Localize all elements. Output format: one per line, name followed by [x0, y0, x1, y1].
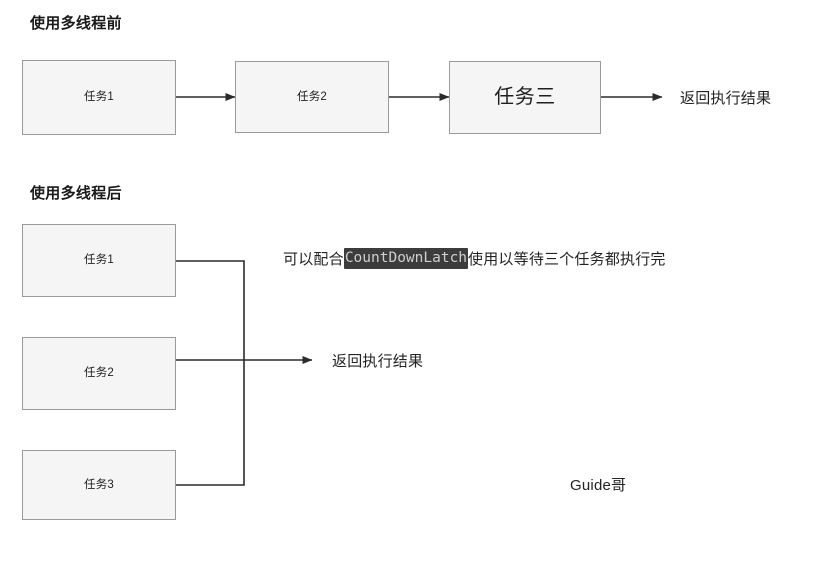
section-title-after: 使用多线程后 — [30, 185, 122, 202]
node-task1-after[interactable]: 任务1 — [22, 224, 176, 297]
node-label: 任务1 — [84, 91, 114, 104]
author-signature: Guide哥 — [570, 477, 627, 494]
node-task2-after[interactable]: 任务2 — [22, 337, 176, 410]
note-suffix: 使用以等待三个任务都执行完 — [468, 251, 666, 269]
edge-parallel-bus — [176, 260, 245, 486]
section-title-before: 使用多线程前 — [30, 15, 122, 32]
node-label: 任务2 — [297, 90, 327, 103]
node-label: 任务2 — [84, 367, 114, 380]
code-chip-countdownlatch: CountDownLatch — [343, 248, 469, 270]
node-label: 任务1 — [84, 254, 114, 267]
node-task1-before[interactable]: 任务1 — [22, 60, 176, 135]
node-label: 任务三 — [494, 86, 556, 108]
node-task2-before[interactable]: 任务2 — [235, 61, 389, 133]
result-label-after: 返回执行结果 — [332, 353, 424, 370]
result-label-before: 返回执行结果 — [680, 90, 772, 107]
node-task3-before[interactable]: 任务三 — [449, 61, 601, 134]
note-prefix: 可以配合 — [283, 251, 344, 269]
node-task3-after[interactable]: 任务3 — [22, 450, 176, 520]
node-label: 任务3 — [84, 478, 114, 491]
